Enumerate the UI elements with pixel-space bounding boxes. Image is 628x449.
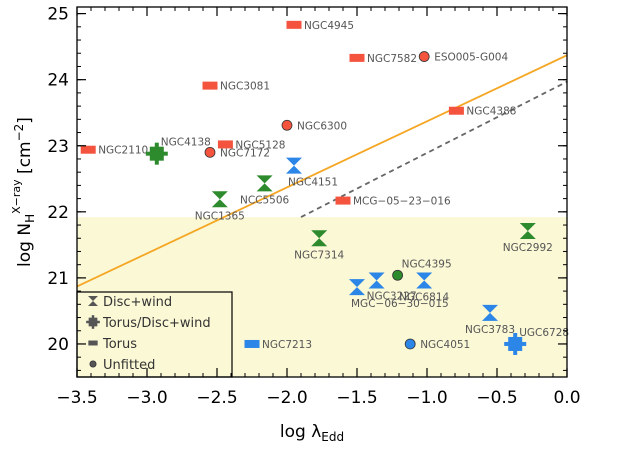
legend-label-torus: Torus — [102, 337, 137, 352]
point-ngc3783 — [482, 304, 498, 321]
point-label-ugc6728: UGC6728 — [519, 327, 569, 339]
point-ngc6300 — [281, 119, 293, 131]
point-ngc7314 — [311, 230, 328, 247]
point-label-ngc5128: NGC5128 — [235, 139, 285, 151]
plot-frame — [76, 6, 568, 378]
x-axis-title: log λEdd — [280, 422, 344, 444]
point-label-ngc3783: NGC3783 — [465, 324, 515, 336]
x-tick-label: −3.0 — [126, 388, 167, 408]
trend-line-solid — [77, 54, 567, 288]
point-ngc4051 — [404, 338, 416, 350]
point-label-ngc4388: NGC4388 — [466, 106, 516, 118]
point-label-ngc1365: NGC1365 — [195, 210, 245, 222]
point-ngc4151 — [286, 157, 302, 174]
y-tick-label: 23 — [47, 137, 69, 157]
point-label-eso005-g004: ESO005-G004 — [434, 52, 508, 64]
y-tick-label: 24 — [47, 71, 69, 91]
point-ngc3227 — [368, 272, 385, 289]
y-tick-label: 21 — [47, 269, 69, 289]
point-label-ngc4138: NGC4138 — [161, 137, 211, 149]
point-ncc5506 — [256, 175, 273, 192]
point-ngc5128 — [217, 140, 233, 149]
x-tick-label: −3.5 — [56, 388, 97, 408]
x-tick-label: −0.5 — [476, 388, 517, 408]
point-ngc6814 — [416, 272, 433, 289]
point-mcg-05-23-016 — [335, 196, 351, 205]
x-tick-label: 0.0 — [553, 388, 580, 408]
point-mgc-06-30-015 — [349, 279, 365, 296]
point-eso005-g004 — [418, 51, 430, 62]
legend-marker-torus — [88, 340, 98, 346]
point-ngc1365 — [211, 191, 228, 208]
point-label-ngc4945: NGC4945 — [304, 20, 354, 32]
point-ngc4945 — [286, 20, 302, 29]
trend-lines — [77, 54, 567, 288]
point-ngc7172 — [204, 146, 216, 158]
point-ngc7213 — [244, 339, 260, 348]
point-label-ngc4051: NGC4051 — [420, 339, 470, 351]
point-label-ngc2992: NGC2992 — [503, 242, 553, 254]
point-ngc2992 — [519, 222, 536, 239]
point-label-ncc5506: NCC5506 — [240, 194, 290, 206]
point-label-ngc2110: NGC2110 — [98, 145, 148, 157]
x-tick-label: −1.5 — [336, 388, 377, 408]
legend-label-unfitted: Unfitted — [103, 358, 155, 373]
point-label-ngc7213: NGC7213 — [262, 339, 312, 351]
point-label-ngc7172: NGC7172 — [220, 147, 270, 159]
legend-marker-unfitted — [89, 360, 97, 368]
y-tick-label: 20 — [47, 335, 69, 355]
legend-label-torus-disc-wind: Torus/Disc+wind — [102, 316, 211, 331]
legend-marker-torus-disc-wind — [86, 315, 100, 329]
y-axis-title: log NHX−ray [cm−2] — [10, 117, 37, 267]
x-tick-label: −2.5 — [196, 388, 237, 408]
legend-label-disc-wind: Disc+wind — [103, 295, 172, 310]
point-ngc3081 — [202, 81, 218, 90]
point-ngc4388 — [448, 106, 464, 115]
legend-marker-disc-wind — [88, 296, 98, 306]
point-label-ngc4151: NGC4151 — [288, 177, 338, 189]
point-label-ngc3227: NGC3227 — [367, 291, 417, 303]
point-label-ngc6300: NGC6300 — [297, 120, 347, 132]
point-ngc4138 — [145, 142, 168, 165]
point-ngc4395 — [392, 269, 404, 281]
point-ngc2110 — [80, 145, 96, 154]
point-label-ngc6814: NGC6814 — [399, 292, 449, 304]
point-label-ngc4395: NGC4395 — [402, 258, 452, 270]
plot-border — [76, 6, 568, 378]
y-tick-label: 25 — [47, 5, 69, 25]
point-label-ngc7314: NGC7314 — [294, 249, 344, 261]
x-tick-label: −1.0 — [406, 388, 447, 408]
axes: −3.5 −3.0 −2.5 −2.0 −1.5 −1.0 −0.5 0.0 20 21 22 23 2… — [10, 5, 581, 444]
point-label-mgc-06-30-015: MGC−06−30−015 — [351, 298, 449, 310]
point-label-mcg-05-23-016: MCG−05−23−016 — [353, 196, 451, 208]
point-ugc6728 — [504, 332, 527, 355]
trend-line-dashed — [300, 80, 567, 218]
point-ngc7582 — [349, 53, 365, 62]
point-label-ngc7582: NGC7582 — [367, 53, 417, 65]
point-label-ngc3081: NGC3081 — [220, 81, 270, 93]
y-tick-label: 22 — [47, 203, 69, 223]
legend-box — [76, 291, 233, 378]
x-tick-label: −2.0 — [266, 388, 307, 408]
